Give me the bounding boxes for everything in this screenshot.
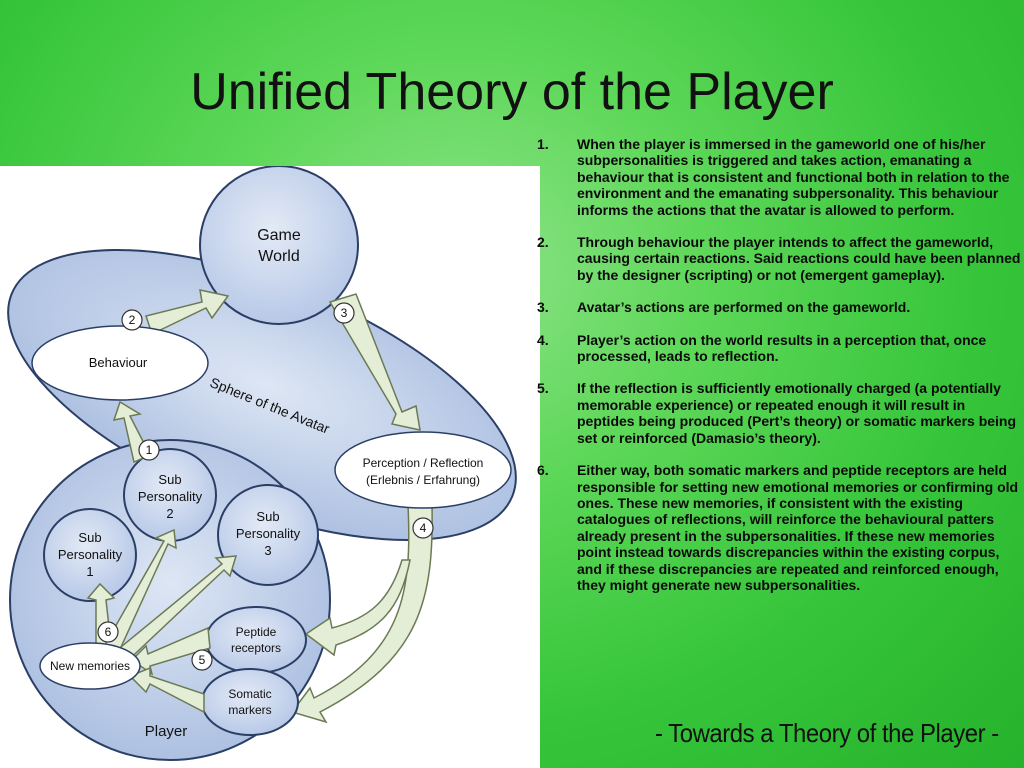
svg-text:2: 2 bbox=[129, 313, 136, 327]
peptide-ellipse bbox=[205, 606, 307, 674]
svg-text:New memories: New memories bbox=[50, 659, 130, 673]
step-marker-4: 4 bbox=[412, 517, 434, 539]
svg-text:Behaviour: Behaviour bbox=[89, 355, 148, 370]
game-world-circle bbox=[199, 166, 359, 325]
svg-text:2: 2 bbox=[166, 506, 173, 521]
sub1-label-2: Personality bbox=[58, 547, 123, 562]
arrow-5b bbox=[128, 666, 205, 714]
arrow-3 bbox=[328, 293, 421, 431]
sub-personality-1-circle bbox=[43, 508, 137, 602]
behaviour-label: Behaviour bbox=[89, 355, 148, 370]
step-marker-6: 6 bbox=[97, 621, 119, 643]
list-item-text: Player’s action on the world results in … bbox=[577, 331, 987, 365]
svg-text:3: 3 bbox=[264, 543, 271, 558]
svg-text:6: 6 bbox=[105, 625, 112, 639]
player-label: Player bbox=[145, 723, 188, 740]
arrow-6b bbox=[100, 528, 177, 660]
svg-text:5: 5 bbox=[199, 653, 206, 667]
svg-text:(Erlebnis / Erfahrung): (Erlebnis / Erfahrung) bbox=[366, 473, 480, 487]
sub-personality-3-circle bbox=[217, 484, 319, 586]
list-item: 1. When the player is immersed in the ga… bbox=[537, 136, 1024, 218]
slide-footer: - Towards a Theory of the Player - bbox=[655, 718, 999, 748]
peptide-label-2: receptors bbox=[231, 641, 281, 655]
list-item: 4. Player’s action on the world results … bbox=[537, 332, 1024, 365]
svg-text:4: 4 bbox=[420, 521, 427, 535]
list-item-text: Avatar’s actions are performed on the ga… bbox=[577, 299, 911, 316]
sub1-label-3: 1 bbox=[86, 564, 93, 579]
svg-text:Sub: Sub bbox=[158, 472, 181, 487]
list-item: 2. Through behaviour the player intends … bbox=[537, 234, 1024, 283]
svg-text:Sub: Sub bbox=[256, 509, 279, 524]
perception-label-1: Perception / Reflection bbox=[363, 456, 484, 470]
step-marker-2: 2 bbox=[121, 309, 143, 331]
list-item-number: 5. bbox=[537, 380, 549, 397]
list-item-text: Either way, both somatic markers and pep… bbox=[577, 462, 1019, 593]
diagram-canvas: Game World Behaviour Sphere of the Avata… bbox=[7, 166, 517, 761]
list-item-number: 4. bbox=[537, 331, 549, 348]
svg-text:Personality: Personality bbox=[236, 526, 301, 541]
svg-text:Personality: Personality bbox=[138, 489, 203, 504]
svg-text:receptors: receptors bbox=[231, 641, 281, 655]
list-item-number: 6. bbox=[537, 462, 549, 479]
game-world-label-2: World bbox=[258, 248, 300, 265]
svg-text:Somatic: Somatic bbox=[228, 687, 271, 701]
list-item-text: Through behaviour the player intends to … bbox=[577, 234, 1021, 283]
new-memories-ellipse bbox=[39, 642, 141, 690]
sub2-label-2: Personality bbox=[138, 489, 203, 504]
svg-text:1: 1 bbox=[86, 564, 93, 579]
svg-text:3: 3 bbox=[341, 306, 348, 320]
list-item: 6. Either way, both somatic markers and … bbox=[537, 462, 1024, 593]
sub2-label-1: Sub bbox=[158, 472, 181, 487]
svg-text:Personality: Personality bbox=[58, 547, 123, 562]
svg-text:Perception / Reflection: Perception / Reflection bbox=[363, 456, 484, 470]
svg-text:Peptide: Peptide bbox=[236, 625, 277, 639]
svg-text:World: World bbox=[258, 248, 300, 265]
new-memories-label: New memories bbox=[50, 659, 130, 673]
perception-label-2: (Erlebnis / Erfahrung) bbox=[366, 473, 480, 487]
somatic-label-1: Somatic bbox=[228, 687, 271, 701]
list-item-number: 3. bbox=[537, 299, 549, 316]
sub1-label-1: Sub bbox=[78, 530, 101, 545]
sub3-label-1: Sub bbox=[256, 509, 279, 524]
behaviour-ellipse bbox=[31, 325, 209, 401]
perception-ellipse bbox=[334, 431, 512, 509]
explanation-list: 1. When the player is immersed in the ga… bbox=[537, 136, 1024, 609]
svg-text:Game: Game bbox=[257, 227, 301, 244]
svg-text:1: 1 bbox=[146, 443, 153, 457]
sub2-label-3: 2 bbox=[166, 506, 173, 521]
svg-text:Sub: Sub bbox=[78, 530, 101, 545]
sub3-label-3: 3 bbox=[264, 543, 271, 558]
sub3-label-2: Personality bbox=[236, 526, 301, 541]
list-item: 5. If the reflection is sufficiently emo… bbox=[537, 380, 1024, 446]
svg-text:markers: markers bbox=[228, 703, 271, 717]
list-item-text: When the player is immersed in the gamew… bbox=[577, 136, 1010, 218]
arrow-6c bbox=[108, 555, 238, 670]
somatic-ellipse bbox=[201, 668, 299, 736]
somatic-label-2: markers bbox=[228, 703, 271, 717]
step-marker-1: 1 bbox=[138, 439, 160, 461]
list-item: 3. Avatar’s actions are performed on the… bbox=[537, 299, 1024, 315]
svg-text:Player: Player bbox=[145, 723, 188, 740]
arrow-2 bbox=[145, 289, 230, 336]
step-marker-5: 5 bbox=[191, 649, 213, 671]
list-item-number: 1. bbox=[537, 136, 549, 152]
game-world-label-1: Game bbox=[257, 227, 301, 244]
slide-title: Unified Theory of the Player bbox=[190, 63, 834, 121]
peptide-label-1: Peptide bbox=[236, 625, 277, 639]
step-marker-3: 3 bbox=[333, 302, 355, 324]
list-item-number: 2. bbox=[537, 234, 549, 251]
player-theory-diagram: Game World Behaviour Sphere of the Avata… bbox=[0, 166, 540, 768]
list-item-text: If the reflection is sufficiently emotio… bbox=[577, 380, 1017, 446]
